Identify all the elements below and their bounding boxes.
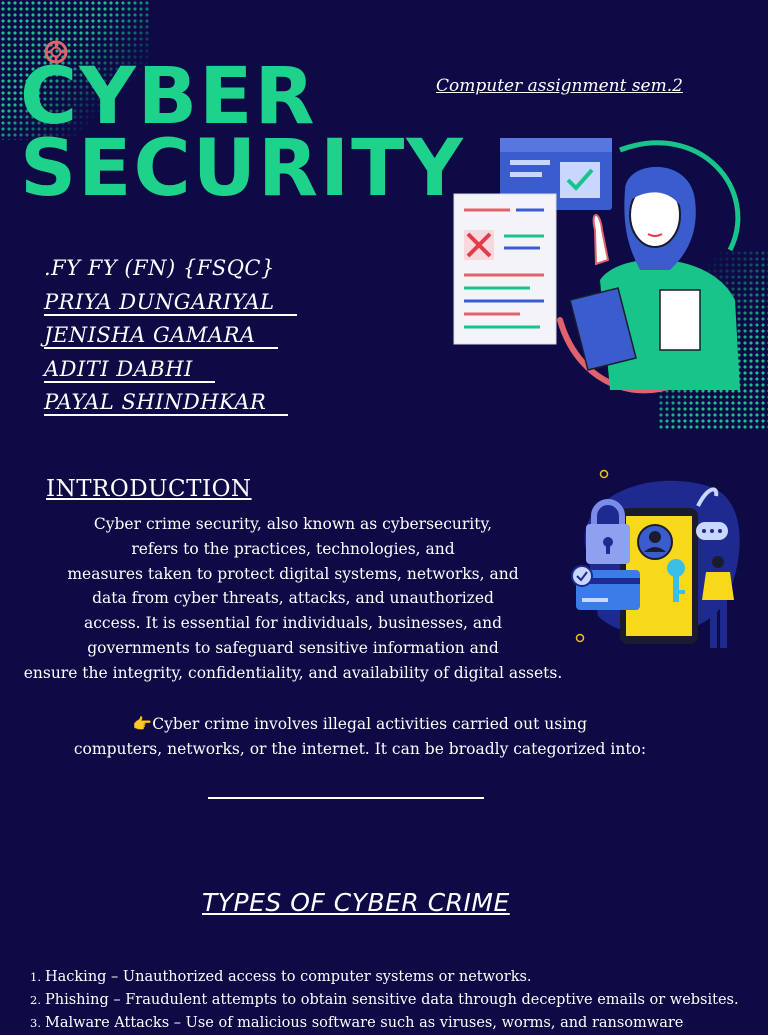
person-figure <box>702 556 734 648</box>
check-icon <box>566 168 594 191</box>
padlock-icon <box>586 499 630 564</box>
types-heading: TYPES OF CYBER CRIME <box>202 888 510 917</box>
author-name: JENISHA GAMARA <box>44 319 297 353</box>
security-illustration <box>571 469 740 648</box>
divider <box>208 797 484 799</box>
cross-icon <box>466 232 492 258</box>
introduction-paragraph: Cyber crime security, also known as cybe… <box>23 515 563 682</box>
user-icon <box>637 524 673 560</box>
title-line-2: SECURITY <box>20 124 465 214</box>
author-name: PAYAL SHINDHKAR <box>44 386 297 420</box>
lifebuoy-icon <box>44 40 68 64</box>
assignment-subtitle: Computer assignment sem.2 <box>436 76 683 96</box>
list-item: 2.Phishing – Fraudulent attempts to obta… <box>30 992 739 1008</box>
list-item: 1.Hacking – Unauthorized access to compu… <box>30 969 532 985</box>
key-icon <box>667 559 685 602</box>
author-name: ADITI DABHI <box>44 353 297 387</box>
cyber-crime-paragraph: 👉Cyber crime involves illegal activities… <box>73 715 647 758</box>
author-name: PRIYA DUNGARIYAL <box>44 286 297 320</box>
introduction-heading: INTRODUCTION <box>46 476 252 502</box>
title-line-1: CYBER <box>20 52 317 142</box>
author-list: .FY FY (FN) {FSQC} PRIYA DUNGARIYAL JENI… <box>44 252 297 420</box>
dot-pattern-top-left <box>0 0 150 140</box>
types-list: 1.Hacking – Unauthorized access to compu… <box>30 966 739 1035</box>
author-class: .FY FY (FN) {FSQC} <box>44 256 275 280</box>
check-circle-icon <box>571 565 593 587</box>
hero-illustration <box>453 138 741 394</box>
